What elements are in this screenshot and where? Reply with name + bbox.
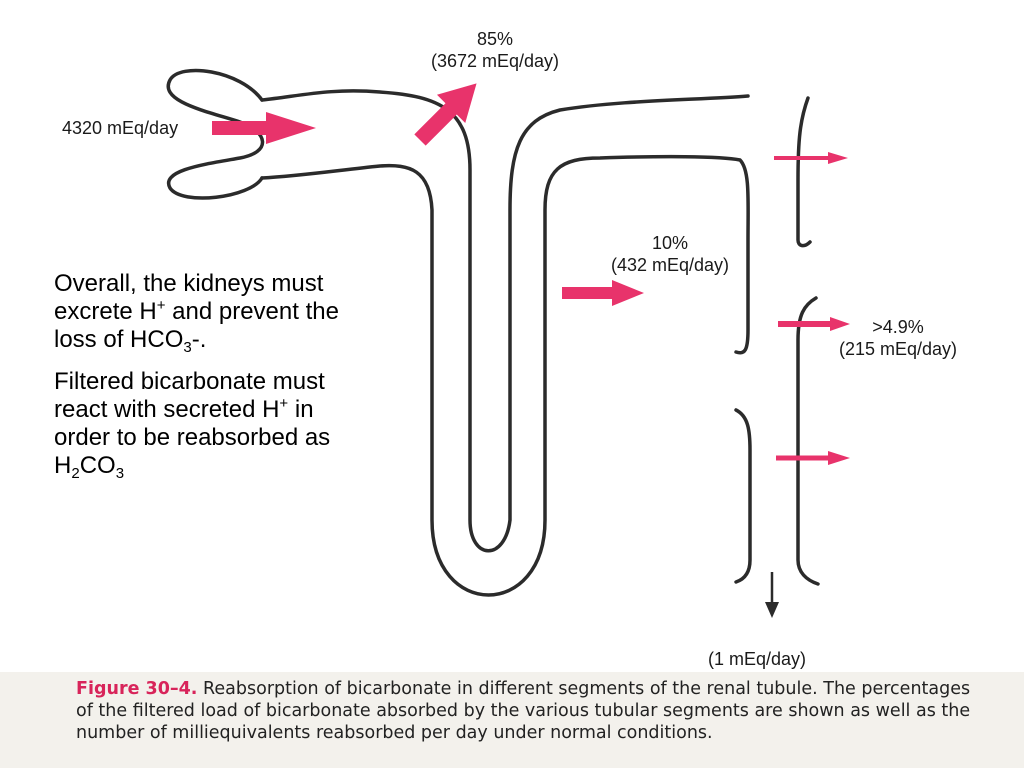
overlay-text: Overall, the kidneys must excrete H+ and… bbox=[54, 270, 374, 494]
tubule-inner-wall bbox=[260, 154, 750, 597]
distal-arrow-1 bbox=[774, 152, 848, 164]
caption-body: Reabsorption of bicarbonate in different… bbox=[76, 679, 971, 743]
caption-label: Figure 30–4. bbox=[76, 679, 198, 699]
proximal-label: 85% (3672 mEq/day) bbox=[410, 28, 580, 72]
caption-text: Figure 30–4. Reabsorption of bicarbonate… bbox=[76, 678, 976, 744]
proximal-amount: (3672 mEq/day) bbox=[430, 51, 560, 71]
distal-label: >4.9% (215 mEq/day) bbox=[818, 316, 978, 360]
collecting-duct-right-lower bbox=[796, 296, 820, 586]
loop-arrow bbox=[562, 280, 644, 306]
distal-amount: (215 mEq/day) bbox=[838, 339, 958, 359]
proximal-pct: 85% bbox=[476, 29, 514, 49]
loop-amount: (432 mEq/day) bbox=[610, 255, 730, 275]
tubule-outer-wall bbox=[260, 89, 750, 553]
distal-arrow-2 bbox=[778, 317, 850, 331]
overlay-paragraph-2: Filtered bicarbonate must react with sec… bbox=[54, 368, 331, 482]
distal-pct: >4.9% bbox=[872, 317, 924, 337]
collecting-duct-left-upper bbox=[734, 408, 752, 584]
urine-label: (1 mEq/day) bbox=[708, 649, 807, 669]
input-arrow bbox=[212, 112, 316, 144]
overlay-paragraph-1: Overall, the kidneys must excrete H+ and… bbox=[54, 270, 339, 356]
distal-arrow-3 bbox=[776, 451, 850, 465]
bowman-capsule bbox=[166, 68, 265, 200]
proximal-arrow bbox=[414, 83, 477, 146]
urine-arrow-head bbox=[765, 602, 779, 618]
loop-pct: 10% bbox=[651, 233, 689, 253]
figure-caption: Figure 30–4. Reabsorption of bicarbonate… bbox=[0, 672, 1024, 768]
input-label: 4320 mEq/day bbox=[62, 118, 179, 138]
loop-label: 10% (432 mEq/day) bbox=[592, 232, 748, 276]
collecting-duct-right-upper bbox=[796, 96, 812, 248]
